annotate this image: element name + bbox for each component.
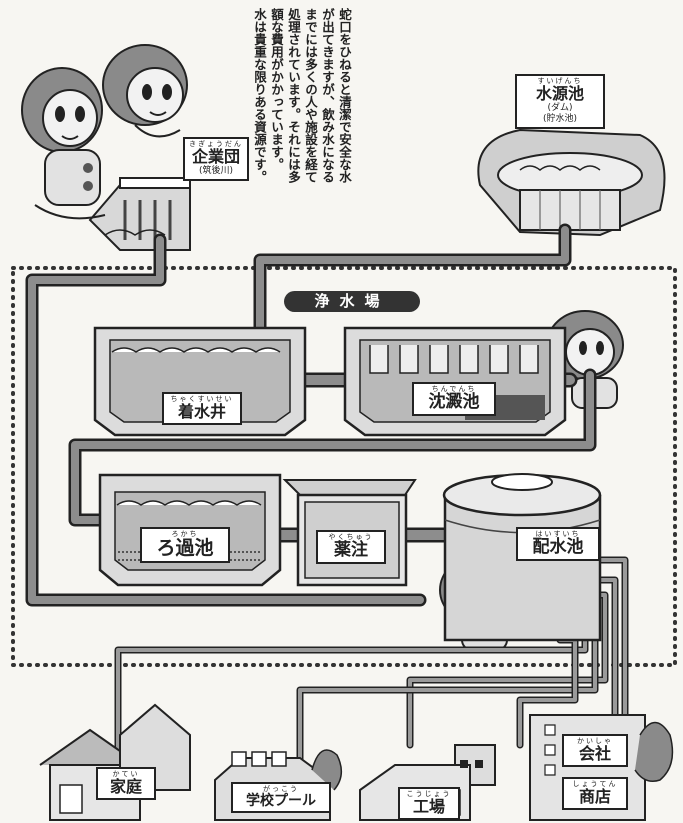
sedimentation-label: ちんでんち 沈澱池 [412,382,496,416]
home-label: かてい 家庭 [96,767,156,800]
explanation-line: 蛇口をひねると清潔で安全な水 [337,8,352,183]
character-girl-right [102,44,188,138]
chemical-injection-label: やくちゅう 薬注 [316,530,386,564]
enterprise-intake-structure [88,177,191,251]
water-source-dam [477,128,666,237]
shop-label: しょうてん 商店 [562,777,628,810]
explanation-line: 水は貴重な限りある資源です。 [252,8,267,183]
explanation-line: が出てきますが、飲み水になる [320,8,335,183]
character-girl-left [21,67,106,220]
explanation-line: までには多くの人や施設を経て [303,8,318,183]
enterprise-label: きぎょうだん 企業団 (筑後川) [183,137,249,181]
explanation-line: 処理されています。それには多 [286,8,301,183]
water-source-label: すいげんち 水源池 (ダム) (貯水池) [515,74,605,129]
explanation-text: 蛇口をひねると清潔で安全な水 が出てきますが、飲み水になる までには多くの人や施… [251,8,353,258]
sedimentation-tank [343,326,567,437]
purification-plant-boundary [11,266,677,667]
intake-well-label: ちゃくすいせい 着水井 [162,392,242,425]
factory-label: こうじょう 工場 [398,787,460,820]
school-pool-label: がっこう 学校プール [231,782,331,813]
filtration-label: ろかち ろ過池 [140,527,230,563]
intake-well-tank [93,326,307,437]
purification-plant-title: 浄水場 [284,291,420,312]
explanation-line: 額な費用がかかっています。 [269,8,284,171]
distribution-label: はいすいち 配水池 [516,527,600,561]
company-label: かいしゃ 会社 [562,734,628,767]
